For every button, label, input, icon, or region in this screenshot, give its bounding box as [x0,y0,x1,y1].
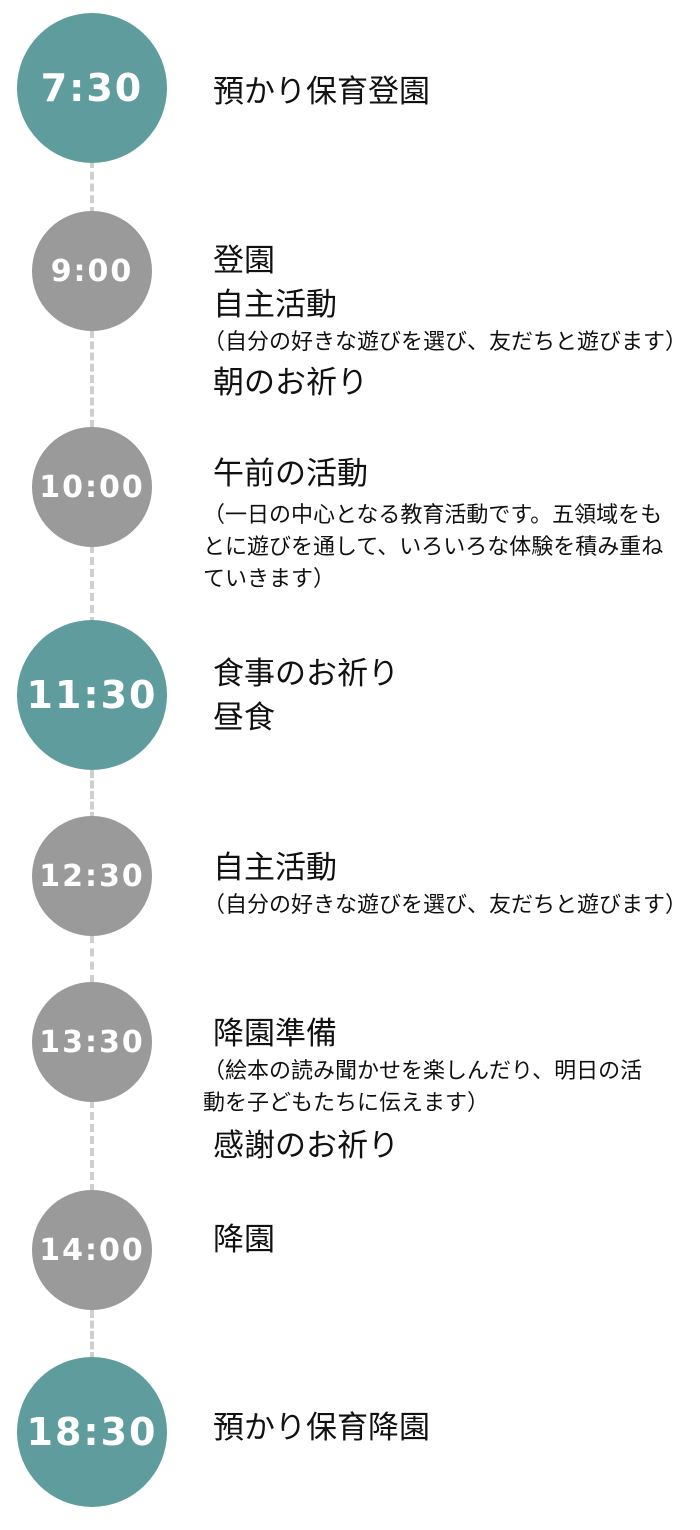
schedule-entry: 降園 [213,1218,698,1262]
activity-label: 降園 [213,1222,275,1258]
schedule-entry: 自主活動 （自分の好きな遊びを選び、友だちと遊びます） [203,846,698,922]
activity-label: 食事のお祈り [213,656,399,692]
activity-note: （絵本の読み聞かせを楽しんだり、明日の活動を子どもたちに伝えます） [203,1059,643,1116]
activity-label: 昼食 [213,700,275,736]
activity-note: （自分の好きな遊びを選び、友だちと遊びます） [203,330,688,355]
time-badge: 7:30 [17,13,167,163]
timeline-connector [90,160,94,215]
timeline-connector [90,770,94,820]
schedule-entry: 食事のお祈り 昼食 [213,652,698,740]
schedule-entry: 預かり保育登園 [213,70,698,114]
time-badge: 18:30 [17,1357,167,1507]
activity-label: 朝のお祈り [213,365,368,401]
schedule-entry: 預かり保育降園 [213,1406,698,1450]
time-badge: 12:30 [32,816,152,936]
activity-label: 感謝のお祈り [213,1128,399,1164]
activity-label: 自主活動 [213,287,337,323]
timeline-connector [90,330,94,428]
timeline-connector [90,935,94,983]
activity-label: 午前の活動 [213,456,368,492]
activity-note: （一日の中心となる教育活動です。五領域をもとに遊びを通して、いろいろな体験を積み… [203,503,664,592]
time-badge: 11:30 [17,620,167,770]
time-badge: 9:00 [32,211,152,331]
timeline-connector [90,1310,94,1360]
activity-label: 降園準備 [213,1016,337,1052]
activity-label: 登園 [213,243,275,279]
activity-label: 自主活動 [213,850,337,886]
activity-note: （自分の好きな遊びを選び、友だちと遊びます） [203,893,688,918]
time-badge: 13:30 [32,982,152,1102]
activity-label: 預かり保育降園 [213,1410,430,1446]
schedule-entry: 登園 自主活動 （自分の好きな遊びを選び、友だちと遊びます） 朝のお祈り [203,239,698,405]
schedule-entry: 降園準備 （絵本の読み聞かせを楽しんだり、明日の活動を子どもたちに伝えます） 感… [203,1012,698,1168]
activity-label: 預かり保育登園 [213,74,430,110]
time-badge: 10:00 [32,427,152,547]
timeline-connector [90,1100,94,1192]
timeline-connector [90,545,94,625]
time-badge: 14:00 [32,1190,152,1310]
schedule-entry: 午前の活動 （一日の中心となる教育活動です。五領域をもとに遊びを通して、いろいろ… [203,452,698,596]
